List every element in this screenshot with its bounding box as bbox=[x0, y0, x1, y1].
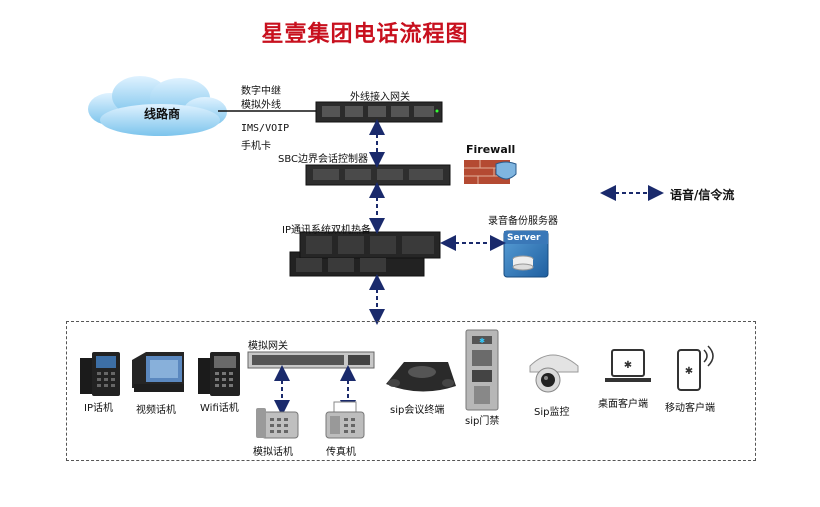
firewall-label: Firewall bbox=[466, 143, 516, 156]
security-camera-icon bbox=[529, 354, 579, 393]
terminal-region bbox=[66, 321, 756, 461]
sbc-device-icon bbox=[305, 164, 451, 186]
wifi-phone-label: Wifi话机 bbox=[200, 403, 239, 414]
ip-pbx-label: IP通讯系统双机热备 bbox=[282, 225, 371, 236]
fax-icon bbox=[325, 401, 365, 439]
gateway-device-icon bbox=[315, 101, 443, 123]
mobile-client-icon: ✱ bbox=[677, 345, 714, 391]
analog-gateway-icon bbox=[247, 351, 375, 369]
backup-server-icon bbox=[503, 230, 549, 278]
conference-label: sip会议终端 bbox=[390, 405, 445, 416]
desktop-client-icon: ✱ bbox=[605, 349, 651, 382]
video-phone-icon bbox=[132, 352, 184, 392]
backup-server-label: 录音备份服务器 bbox=[488, 216, 558, 227]
video-phone-label: 视频话机 bbox=[136, 405, 176, 416]
svg-text:✱: ✱ bbox=[685, 366, 693, 377]
trunk-label-ims: IMS/VOIP bbox=[241, 123, 290, 134]
sbc-label: SBC边界会话控制器 bbox=[278, 154, 369, 165]
camera-label: Sip监控 bbox=[534, 407, 570, 418]
trunk-label-digital: 数字中继 bbox=[241, 86, 281, 97]
analog-phone-icon bbox=[256, 408, 299, 439]
mobile-client-label: 移动客户端 bbox=[665, 403, 715, 414]
wifi-phone-icon bbox=[198, 352, 240, 396]
ip-pbx-server-icon bbox=[289, 231, 441, 277]
legend-label: 语音/信令流 bbox=[670, 188, 735, 202]
conference-phone-icon bbox=[386, 362, 456, 392]
analog-gateway-label: 模拟网关 bbox=[248, 341, 288, 352]
server-badge: Server bbox=[507, 233, 541, 243]
fax-label: 传真机 bbox=[326, 447, 356, 458]
gateway-label: 外线接入网关 bbox=[350, 92, 410, 103]
door-access-label: sip门禁 bbox=[465, 416, 500, 427]
desktop-client-label: 桌面客户端 bbox=[598, 399, 648, 410]
carrier-cloud-icon bbox=[88, 76, 227, 136]
ip-phone-label: IP话机 bbox=[84, 403, 113, 414]
ip-phone-icon bbox=[80, 352, 120, 396]
svg-text:✱: ✱ bbox=[624, 360, 632, 371]
svg-text:✱: ✱ bbox=[479, 337, 485, 345]
firewall-icon bbox=[464, 160, 517, 184]
trunk-label-sim: 手机卡 bbox=[241, 141, 271, 152]
trunk-label-analog: 模拟外线 bbox=[241, 100, 281, 111]
page-title: 星壹集团电话流程图 bbox=[261, 22, 469, 47]
analog-phone-label: 模拟话机 bbox=[253, 447, 293, 458]
carrier-label: 线路商 bbox=[144, 107, 181, 121]
door-access-icon: ✱ bbox=[465, 329, 499, 411]
